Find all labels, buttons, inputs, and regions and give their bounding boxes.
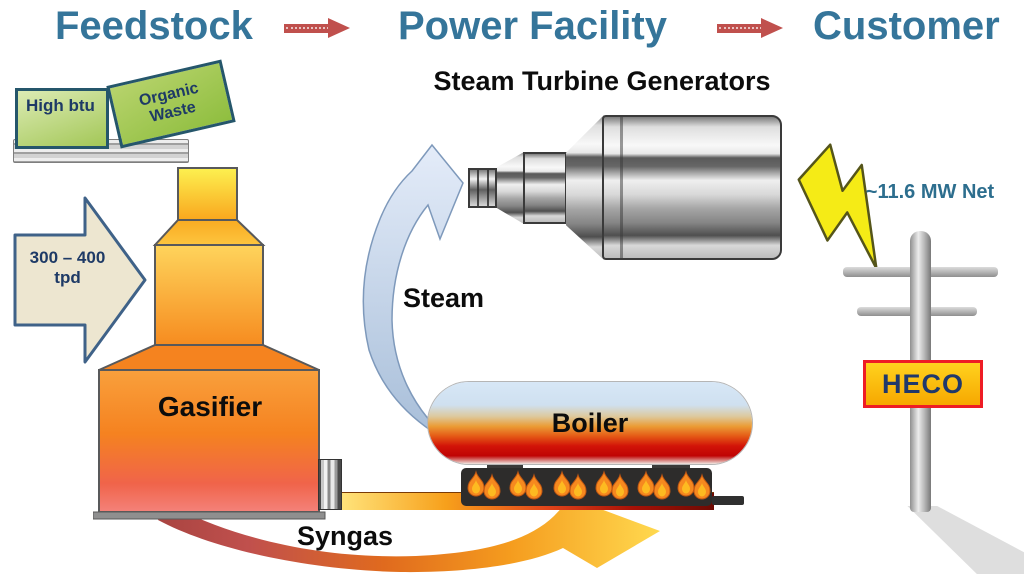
feed-rate-unit: tpd bbox=[54, 268, 81, 287]
stage-label-customer: Customer bbox=[813, 4, 1000, 48]
flow-arrow-icon bbox=[717, 18, 783, 38]
feedstock-high-btu-box: High btu bbox=[15, 88, 109, 149]
turbine-main-cylinder bbox=[602, 115, 782, 260]
net-output-label: ~11.6 MW Net bbox=[865, 180, 995, 203]
feed-rate-amount: 300 – 400 bbox=[29, 247, 106, 267]
stage-label-power-facility: Power Facility bbox=[398, 4, 667, 48]
flow-arrow-head bbox=[328, 18, 350, 38]
duct-end-rod bbox=[712, 496, 744, 505]
feedstock-organic-waste-box: Organic Waste bbox=[106, 59, 236, 149]
gasifier-label: Gasifier bbox=[157, 391, 263, 422]
turbine-mid-cylinder bbox=[523, 152, 567, 224]
flow-arrow-icon bbox=[284, 18, 350, 38]
heco-sign: HECO bbox=[863, 360, 983, 408]
organic-waste-label: Organic Waste bbox=[137, 80, 201, 126]
boiler-label: Boiler bbox=[551, 407, 629, 438]
gasifier-outlet-pipe bbox=[318, 459, 342, 510]
turbine-title: Steam Turbine Generators bbox=[433, 65, 771, 96]
steam-label: Steam bbox=[403, 283, 485, 313]
flow-arrow-head bbox=[761, 18, 783, 38]
boiler-firebox bbox=[461, 468, 712, 506]
syngas-label: Syngas bbox=[297, 521, 394, 551]
boiler-vessel: Boiler bbox=[428, 382, 752, 464]
pole-shadow bbox=[907, 506, 1024, 574]
lightning-bolt-icon bbox=[797, 143, 878, 270]
syngas-arrow-icon bbox=[158, 498, 660, 573]
flame-icons bbox=[467, 471, 711, 500]
heco-label: HECO bbox=[881, 368, 964, 399]
stage-label-feedstock: Feedstock bbox=[55, 4, 253, 48]
feed-arrow-icon bbox=[13, 196, 147, 364]
feed-rate-label: 300 – 400 tpd bbox=[15, 246, 120, 290]
flow-arrow-shaft bbox=[284, 24, 330, 33]
gasifier-vessel bbox=[93, 167, 326, 520]
turbine-seam bbox=[620, 117, 623, 258]
turbine-cone-large bbox=[566, 115, 604, 260]
flow-arrow-shaft bbox=[717, 24, 763, 33]
turbine-nozzle bbox=[468, 168, 497, 208]
